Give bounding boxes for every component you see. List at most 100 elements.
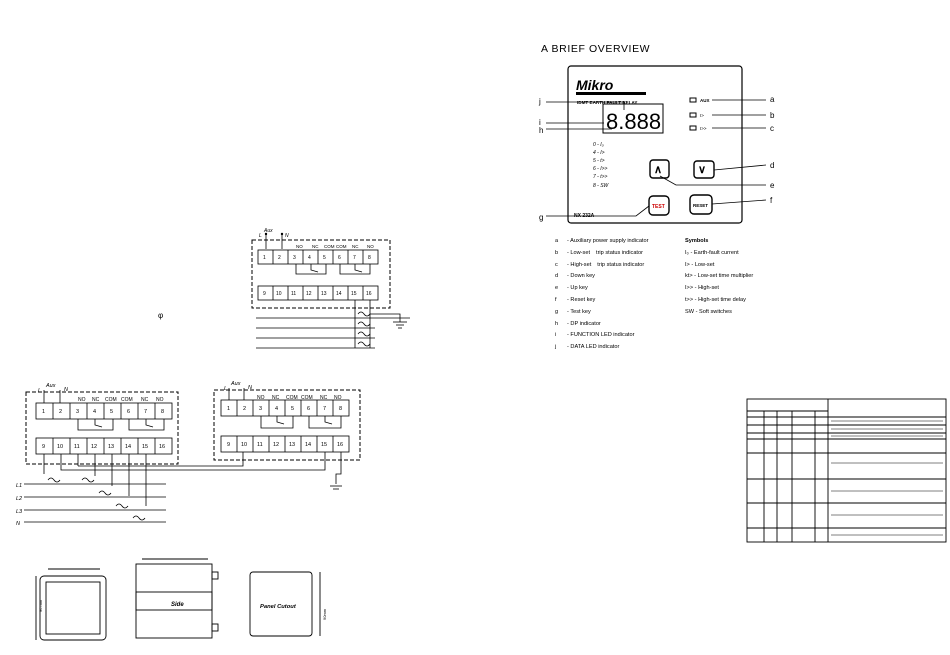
cutout-label: Panel Cutout (260, 604, 297, 610)
reset-key[interactable]: RESET (689, 194, 713, 215)
symbols-title: Symbols (685, 238, 709, 244)
svg-text:11: 11 (291, 291, 296, 297)
svg-text:8: 8 (368, 255, 371, 261)
svg-text:NC: NC (320, 395, 328, 401)
callout-i: i (539, 118, 541, 127)
svg-text:9: 9 (42, 444, 45, 450)
legend-item: e- Up key (555, 285, 588, 292)
svg-text:16: 16 (366, 291, 372, 297)
test-key[interactable]: TEST (648, 195, 670, 216)
function-item: 5 - t> (593, 158, 605, 164)
terminal-row-bottom (257, 285, 379, 301)
callout-h: h (539, 126, 543, 135)
svg-text:NC: NC (141, 397, 149, 403)
terminal-row-top (257, 249, 379, 265)
settings-table (746, 398, 947, 543)
cutout-dimension: 90mm (322, 608, 327, 620)
front-dimension: 96 mm (38, 599, 43, 612)
svg-text:15: 15 (321, 442, 327, 448)
svg-text:1: 1 (263, 255, 266, 261)
callout-f: f (770, 196, 773, 205)
function-item: 7 - t>> (593, 174, 608, 180)
svg-text:6: 6 (127, 409, 130, 415)
svg-text:N: N (16, 521, 20, 527)
callout-a: a (770, 95, 775, 104)
svg-text:COM: COM (336, 244, 347, 249)
svg-text:5: 5 (323, 255, 326, 261)
svg-text:L3: L3 (16, 509, 23, 515)
symbol-item: I₀ - Earth-fault current (685, 249, 739, 256)
svg-text:9: 9 (227, 442, 230, 448)
svg-text:12: 12 (91, 444, 97, 450)
svg-text:8: 8 (161, 409, 164, 415)
svg-text:10: 10 (57, 444, 63, 450)
relay-front-panel-diagram: Mikro IDMT EARTH FAULT RELAY 8.888 0 - I… (538, 65, 775, 224)
svg-text:NO: NO (334, 395, 342, 401)
svg-text:7: 7 (323, 406, 326, 412)
function-item: 8 - SW (593, 183, 610, 189)
svg-text:14: 14 (125, 444, 131, 450)
svg-text:1: 1 (227, 406, 230, 412)
callout-b: b (770, 111, 775, 120)
svg-text:13: 13 (289, 442, 295, 448)
reset-key-label: RESET (693, 203, 708, 208)
display-digits: 8.888 (606, 109, 661, 134)
svg-text:3: 3 (293, 255, 296, 261)
symbol-item: I>> - High-set (685, 285, 719, 292)
down-key[interactable]: ∨ (693, 160, 715, 179)
svg-text:COM: COM (286, 395, 298, 401)
svg-text:2: 2 (278, 255, 281, 261)
svg-text:COM: COM (301, 395, 313, 401)
svg-text:1: 1 (42, 409, 45, 415)
test-key-label: TEST (652, 204, 665, 210)
svg-text:2: 2 (243, 406, 246, 412)
legend-item: f- Reset key (555, 296, 596, 303)
callout-j: j (538, 97, 541, 106)
callout-e: e (770, 181, 775, 190)
up-key[interactable]: ∧ (649, 159, 670, 179)
svg-text:5: 5 (110, 409, 113, 415)
svg-text:13: 13 (108, 444, 114, 450)
svg-text:5: 5 (291, 406, 294, 412)
svg-text:15: 15 (351, 291, 357, 297)
svg-text:10: 10 (276, 291, 282, 297)
svg-text:L: L (259, 233, 262, 239)
svg-text:L2: L2 (16, 496, 22, 502)
svg-text:10: 10 (241, 442, 247, 448)
svg-text:NC: NC (352, 244, 359, 249)
svg-text:N: N (285, 233, 289, 239)
legend-item: a- Auxiliary power supply indicator (555, 238, 649, 244)
callout-c: c (770, 124, 774, 133)
svg-text:NO: NO (257, 395, 265, 401)
led-label-aux: AUX (700, 98, 710, 103)
svg-text:14: 14 (305, 442, 311, 448)
svg-text:6: 6 (338, 255, 341, 261)
legend-item: g- Test key (555, 308, 591, 315)
wiring-diagram-earth-fault: L Aux N NO NC COM COM NC NO 1 2 3 4 5 6 … (251, 228, 410, 349)
symbol-item: SW - Soft switches (685, 308, 732, 315)
svg-text:COM: COM (324, 244, 335, 249)
symbol-item: t>> - High-set time delay (685, 296, 746, 303)
symbol-item: kt> - Low-set time multiplier (685, 273, 754, 280)
svg-text:4: 4 (93, 409, 96, 415)
svg-text:NC: NC (92, 397, 100, 403)
highset-led (689, 125, 697, 131)
svg-text:Aux: Aux (45, 383, 56, 389)
svg-text:12: 12 (306, 291, 312, 297)
symbol-item: I> - Low-set (685, 261, 715, 268)
legend-item: h- DP indicator (555, 320, 601, 327)
overview-heading: A BRIEF OVERVIEW (541, 43, 651, 55)
svg-text:L: L (38, 388, 41, 394)
svg-text:11: 11 (74, 444, 80, 450)
svg-text:Aux: Aux (263, 228, 273, 234)
callout-d: d (770, 161, 774, 170)
function-item: 0 - I₀ (593, 142, 604, 148)
svg-text:11: 11 (257, 442, 263, 448)
lowset-led (689, 112, 697, 118)
function-item: 6 - I>> (593, 166, 608, 172)
svg-text:15: 15 (142, 444, 148, 450)
down-arrow-icon: ∨ (698, 164, 706, 176)
svg-text:NO: NO (367, 244, 374, 249)
svg-text:4: 4 (275, 406, 278, 412)
